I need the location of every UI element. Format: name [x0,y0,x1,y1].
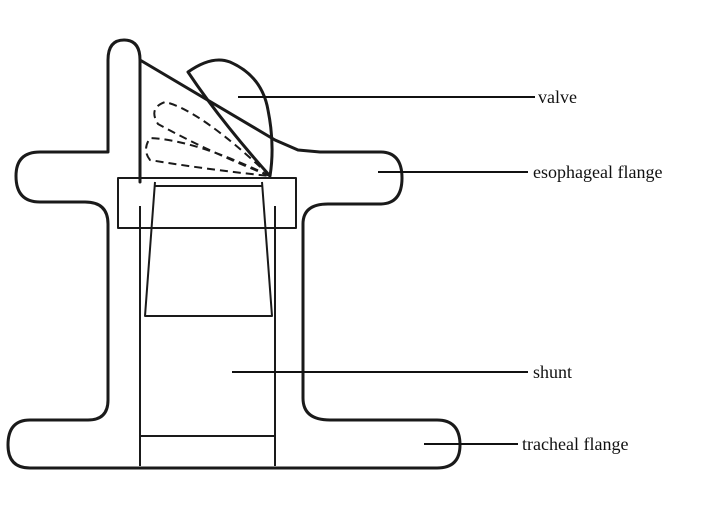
valve-open-position-1 [153,100,271,177]
esophageal-flange-label: esophageal flange [533,162,662,182]
tracheal-flange-label: tracheal flange [522,434,628,454]
valve-flap [186,58,274,178]
valve-label: valve [538,87,577,107]
valve-seat-ring [117,177,297,229]
valve-open-position-2 [145,136,271,177]
prosthesis-body-outline [6,38,462,470]
shunt-label: shunt [533,362,572,382]
valve-cone [144,181,273,317]
